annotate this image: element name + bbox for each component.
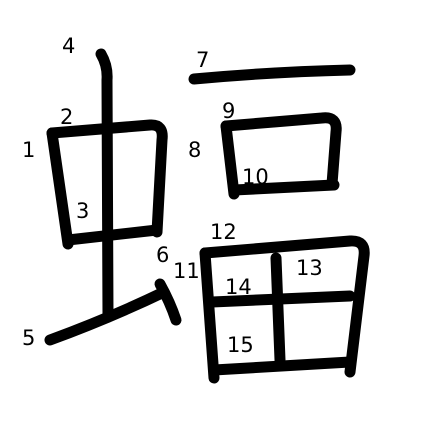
stroke-number-5: 5 [22, 326, 35, 350]
stroke-8 [220, 120, 240, 200]
stroke-7 [188, 64, 356, 85]
stroke-10 [228, 179, 340, 196]
stroke-4 [95, 48, 114, 323]
strokes [44, 48, 370, 384]
stroke-6 [154, 278, 182, 326]
stroke-numbers: 1 2 3 4 5 6 7 8 9 10 11 12 13 14 15 [22, 34, 323, 357]
stroke-number-12: 12 [210, 220, 237, 244]
stroke-1 [46, 127, 74, 250]
stroke-number-1: 1 [22, 138, 35, 162]
stroke-number-6: 6 [156, 243, 169, 267]
stroke-9 [220, 112, 342, 190]
stroke-14 [206, 290, 356, 308]
stroke-number-13: 13 [296, 256, 323, 280]
stroke-number-4: 4 [62, 34, 75, 58]
stroke-number-10: 10 [242, 165, 269, 189]
stroke-number-11: 11 [173, 259, 200, 283]
stroke-number-14: 14 [225, 275, 252, 299]
stroke-13 [270, 252, 286, 366]
stroke-12 [199, 235, 370, 378]
stroke-15 [208, 356, 356, 376]
stroke-2 [46, 119, 168, 238]
stroke-5 [44, 286, 170, 346]
stroke-number-8: 8 [188, 138, 201, 162]
stroke-number-3: 3 [76, 199, 89, 223]
stroke-11 [199, 247, 220, 384]
stroke-number-7: 7 [196, 48, 209, 72]
stroke-number-15: 15 [227, 333, 254, 357]
stroke-number-2: 2 [60, 105, 73, 129]
stroke-number-9: 9 [222, 99, 235, 123]
